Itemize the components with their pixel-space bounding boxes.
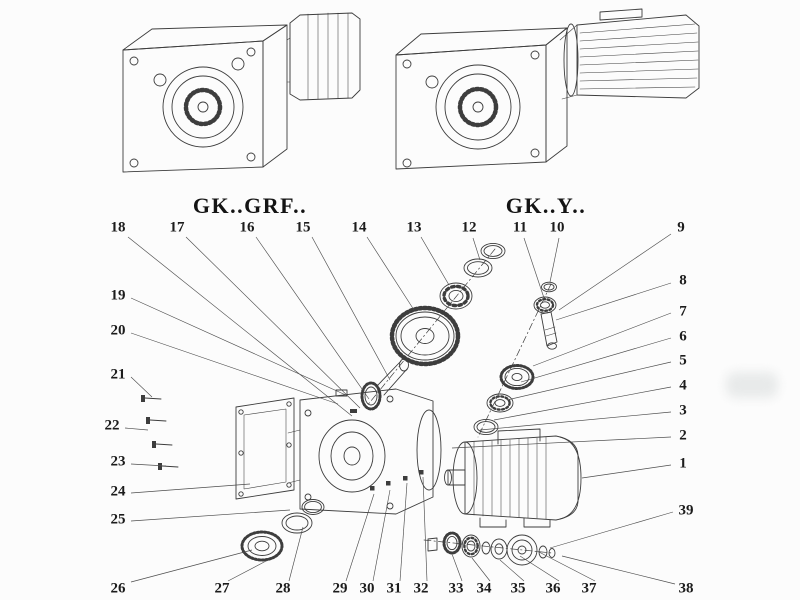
callout-1: 1 [679, 455, 687, 472]
callout-4: 4 [679, 377, 687, 394]
bevel-pinion-assembly [473, 281, 558, 436]
callout-27: 27 [214, 580, 230, 597]
callout-26: 26 [110, 580, 126, 597]
callout-29: 29 [332, 580, 348, 597]
watermark-smudge [726, 372, 778, 398]
callout-32: 32 [413, 580, 429, 597]
callout-28: 28 [275, 580, 291, 597]
callout-17: 17 [169, 219, 185, 236]
callout-2: 2 [679, 427, 687, 444]
variant-label-y: GK..Y.. [505, 193, 587, 218]
motor-flange-bolts [370, 470, 424, 491]
callout-16: 16 [239, 219, 255, 236]
callout-30: 30 [359, 580, 375, 597]
callout-34: 34 [476, 580, 492, 597]
gearbox-y-illustration [395, 8, 700, 170]
cover-screws [141, 395, 179, 470]
callout-3: 3 [679, 402, 687, 419]
callout-25: 25 [110, 511, 126, 528]
exploded-view [141, 242, 582, 566]
callout-39: 39 [678, 502, 694, 519]
variant-label-grf: GK..GRF.. [192, 193, 308, 218]
callout-24: 24 [110, 483, 126, 500]
callout-22: 22 [104, 417, 120, 434]
callout-37: 37 [581, 580, 597, 597]
gear-housing [287, 388, 442, 515]
input-shaft-assembly [350, 242, 506, 413]
callout-9: 9 [677, 219, 685, 236]
callout-35: 35 [510, 580, 526, 597]
cover-plate [235, 397, 295, 500]
output-cover-rings [240, 499, 325, 562]
callout-38: 38 [678, 580, 694, 597]
callout-12: 12 [461, 219, 477, 236]
callout-8: 8 [679, 272, 687, 289]
callout-5: 5 [679, 352, 687, 369]
callout-23: 23 [110, 453, 126, 470]
callout-18: 18 [110, 219, 126, 236]
leader-lines [124, 233, 676, 585]
callout-13: 13 [406, 219, 422, 236]
callout-20: 20 [110, 322, 126, 339]
gearbox-grf-illustration [122, 12, 361, 173]
callout-7: 7 [679, 303, 687, 320]
callout-14: 14 [351, 219, 367, 236]
callout-21: 21 [110, 366, 126, 383]
callout-15: 15 [295, 219, 311, 236]
callout-6: 6 [679, 328, 687, 345]
callout-11: 11 [512, 219, 528, 236]
callout-33: 33 [448, 580, 464, 597]
electric-motor [444, 428, 582, 528]
output-shaft-assembly [427, 531, 556, 566]
axis-lines [365, 248, 553, 554]
callout-19: 19 [110, 287, 126, 304]
callout-36: 36 [545, 580, 561, 597]
callout-31: 31 [386, 580, 402, 597]
callout-10: 10 [549, 219, 565, 236]
